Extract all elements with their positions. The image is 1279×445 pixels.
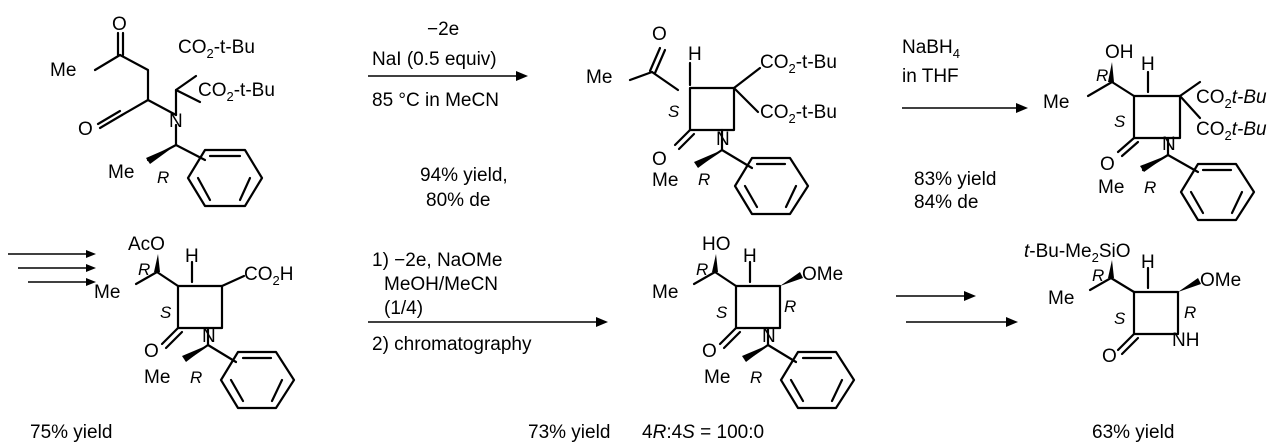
compound-3-me-chiral: Me	[1098, 177, 1124, 198]
compound-1-n: N	[169, 111, 183, 132]
compound-3-stereo-r-top: R	[1096, 66, 1108, 85]
compound-6-stereo-r-ring: R	[1184, 303, 1196, 322]
compound-4-lactam-o: O	[144, 341, 159, 362]
compound-3-me: Me	[1043, 92, 1069, 113]
compound-5-ome: OMe	[802, 264, 843, 285]
compound-4-stereo-r-top: R	[138, 260, 150, 279]
step1-yield: 94% yield,	[420, 165, 508, 186]
compound-5-stereo-r-ring: R	[784, 297, 796, 316]
step2-reagent-nabh4: NaBH4	[902, 37, 960, 61]
compound-2-co2tbu-bottom: CO2-t-Bu	[760, 102, 837, 126]
compound-2-structure	[628, 46, 810, 216]
compound-6-structure	[1088, 260, 1201, 356]
step1-reagent-electrons: −2e	[427, 19, 459, 40]
compound-6-ome: OMe	[1200, 270, 1241, 291]
compound-6-yield: 63% yield	[1092, 422, 1174, 443]
step1-reagent-nai: NaI (0.5 equiv)	[372, 49, 497, 70]
step2-arrow	[902, 103, 1028, 113]
step4-arrow	[368, 317, 608, 327]
step1-conditions: 85 °C in MeCN	[372, 90, 499, 111]
compound-2-n: N	[716, 129, 730, 150]
compound-6-me: Me	[1048, 288, 1074, 309]
compound-2-lactam-o: O	[652, 149, 667, 170]
compound-4-me: Me	[94, 282, 120, 303]
compound-3-h: H	[1141, 54, 1155, 75]
step1-de: 80% de	[426, 190, 490, 211]
step4-line2: MeOH/MeCN	[384, 274, 498, 295]
compound-6-stereo-r-top: R	[1092, 266, 1104, 285]
compound-5-n: N	[762, 326, 776, 347]
compound-3-co2tbu-top: CO2t-Bu	[1196, 87, 1267, 111]
compound-3-co2tbu-bottom: CO2t-Bu	[1196, 119, 1267, 143]
compound-2-h: H	[688, 44, 702, 65]
compound-1-stereo-r: R	[157, 168, 169, 187]
compound-4-me-chiral: Me	[144, 367, 170, 388]
compound-6-lactam-o: O	[1102, 346, 1117, 367]
compound-4-structure	[134, 254, 296, 410]
compound-6-stereo-s: S	[1114, 309, 1126, 328]
compound-1-structure	[93, 31, 264, 208]
step2-solvent: in THF	[902, 66, 959, 87]
compound-4-h: H	[185, 246, 199, 267]
compound-5-stereo-r-bottom: R	[750, 368, 762, 387]
step4-line4: 2) chromatography	[372, 334, 532, 355]
compound-2-co2tbu-top: CO2-t-Bu	[760, 52, 837, 76]
compound-1-amide-o: O	[78, 119, 93, 140]
compound-5-stereo-s: S	[716, 303, 728, 322]
compound-2-acetyl-o: O	[652, 24, 667, 45]
compound-5-structure	[692, 254, 856, 410]
compound-6-tbs-ether: t-Bu-Me2SiO	[1024, 241, 1131, 265]
step2-de: 84% de	[914, 192, 978, 213]
compound-5-lactam-o: O	[702, 341, 717, 362]
compound-5-ho: HO	[702, 234, 731, 255]
compound-6-h: H	[1141, 252, 1155, 273]
compound-2-stereo-r: R	[698, 170, 710, 189]
compound-1-me: Me	[50, 60, 76, 81]
compound-5-stereo-r-top: R	[696, 260, 708, 279]
multistep-arrows-1	[8, 250, 96, 286]
compound-3-stereo-r-bottom: R	[1144, 178, 1156, 197]
compound-3-n: N	[1162, 134, 1176, 155]
compound-3-lactam-o: O	[1100, 154, 1115, 175]
compound-3-stereo-s: S	[1114, 112, 1126, 131]
multistep-arrows-2	[896, 291, 1018, 327]
step2-yield: 83% yield	[914, 169, 996, 190]
step4-line3: (1/4)	[384, 298, 423, 319]
compound-3-oh: OH	[1105, 42, 1134, 63]
compound-1-co2tbu-bottom: CO2-t-Bu	[198, 80, 275, 104]
compound-5-yield: 73% yield	[528, 422, 610, 443]
compound-1-me-chiral: Me	[108, 162, 134, 183]
compound-3-structure	[1086, 62, 1256, 222]
compound-5-ratio: 4R:4S = 100:0	[642, 422, 764, 443]
compound-2-stereo-s: S	[668, 102, 680, 121]
compound-6-nh: NH	[1172, 330, 1199, 351]
compound-2-me: Me	[586, 67, 612, 88]
step1-arrow	[368, 71, 528, 81]
compound-2-me-chiral: Me	[652, 170, 678, 191]
compound-4-stereo-s: S	[160, 303, 172, 322]
compound-4-stereo-r-bottom: R	[190, 368, 202, 387]
compound-4-n: N	[202, 326, 216, 347]
compound-1-co2tbu-top: CO2-t-Bu	[178, 37, 255, 61]
compound-5-h: H	[743, 246, 757, 267]
step4-line1: 1) −2e, NaOMe	[372, 250, 502, 271]
compound-4-aco: AcO	[128, 234, 165, 255]
compound-5-me: Me	[652, 282, 678, 303]
compound-5-me-chiral: Me	[704, 367, 730, 388]
compound-1-ketone-o: O	[112, 14, 127, 35]
compound-4-co2h: CO2H	[244, 264, 293, 288]
compound-4-yield: 75% yield	[30, 422, 112, 443]
